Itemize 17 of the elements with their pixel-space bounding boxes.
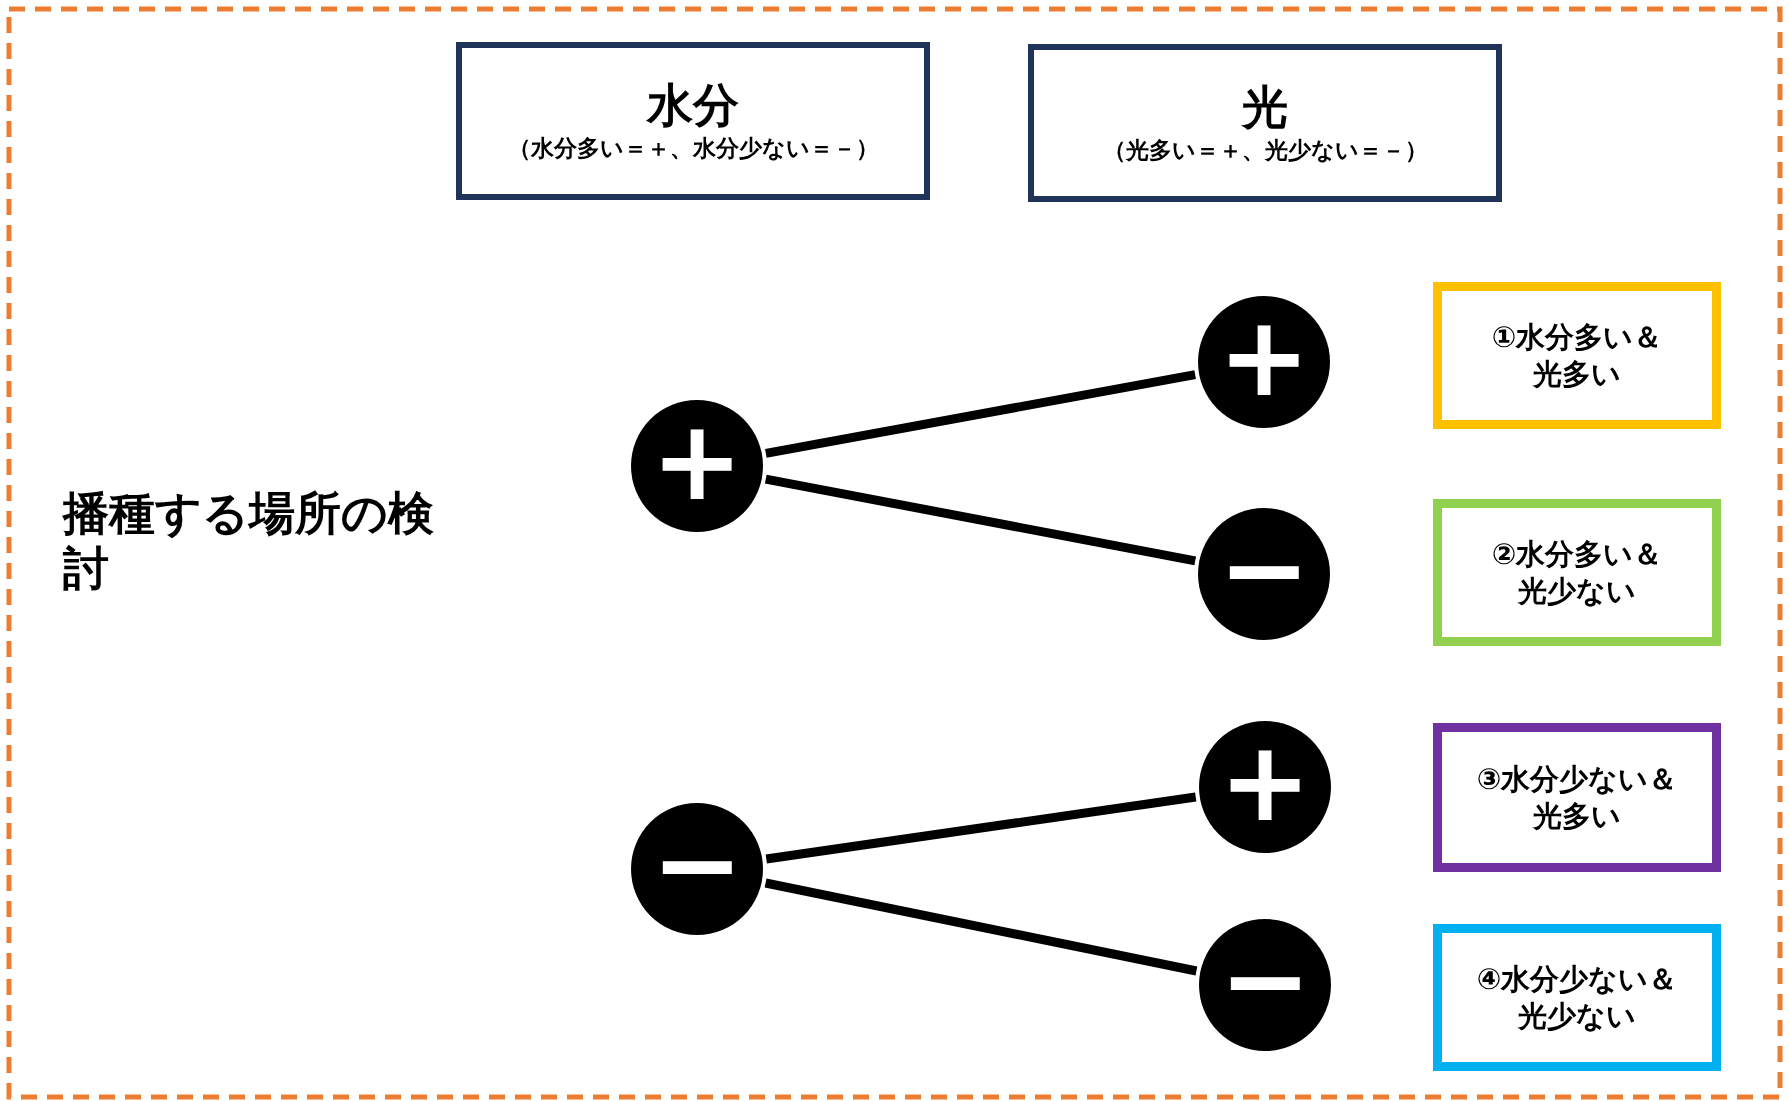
sign-circle: +	[1199, 721, 1331, 853]
result-box: ④水分少ない＆光少ない	[1433, 924, 1721, 1071]
sign-circle: −	[631, 803, 763, 935]
header-box: 水分 （水分多い＝＋、水分少ない＝－）	[456, 42, 930, 200]
result-box: ③水分少ない＆光多い	[1433, 723, 1721, 872]
sign-circle: −	[1199, 919, 1331, 1051]
result-box: ①水分多い＆光多い	[1433, 282, 1721, 429]
connector-line	[765, 370, 1196, 458]
connector-line	[765, 792, 1197, 864]
connector-line	[764, 474, 1197, 566]
connector-line	[764, 878, 1198, 976]
sign-circle: +	[631, 400, 763, 532]
sign-circle: +	[1198, 296, 1330, 428]
sign-circle: −	[1198, 508, 1330, 640]
side-label: 播種する場所の検討	[63, 486, 435, 597]
header-box: 光 （光多い＝＋、光少ない＝－）	[1028, 44, 1502, 202]
result-box: ②水分多い＆光少ない	[1433, 499, 1721, 646]
